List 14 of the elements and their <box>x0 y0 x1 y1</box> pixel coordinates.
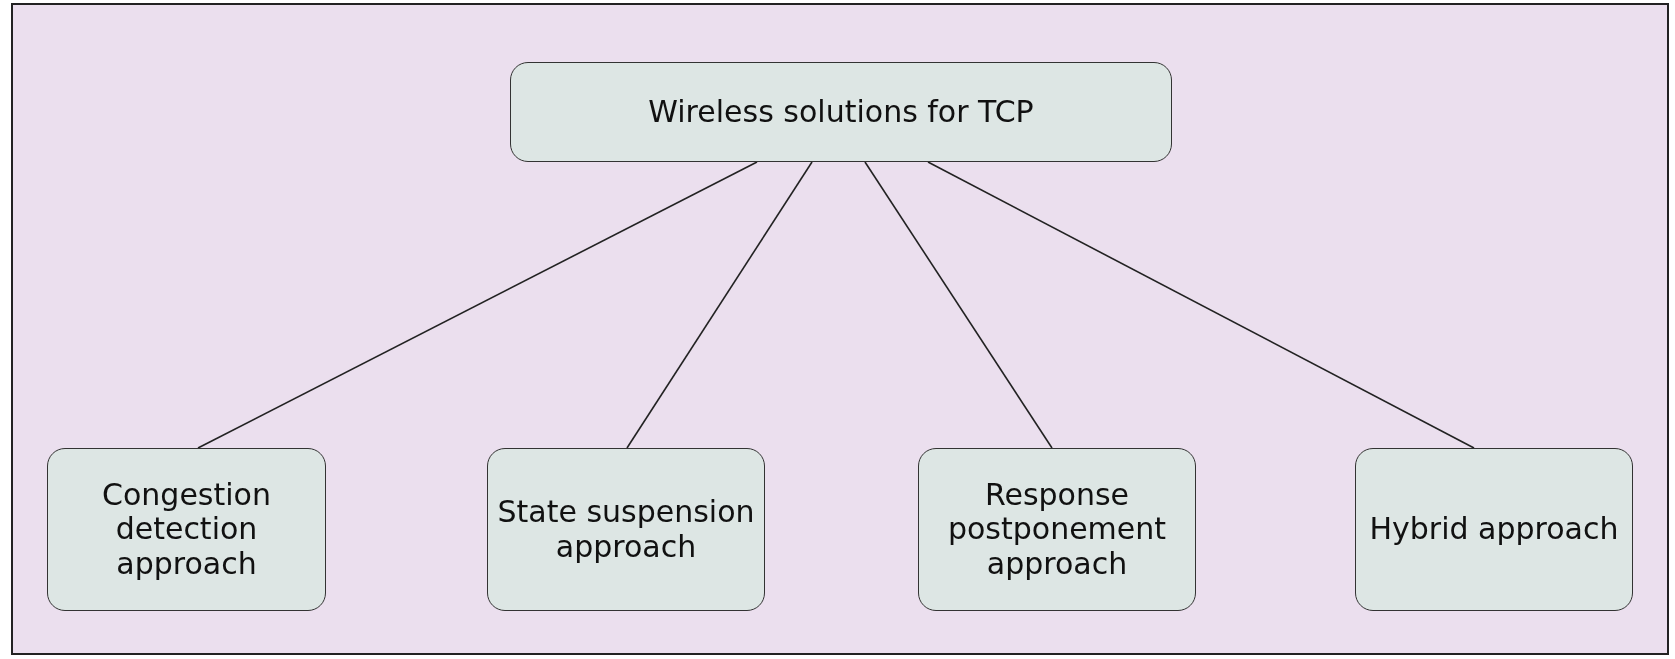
node-text: State suspension approach <box>496 495 756 564</box>
node-text: Wireless solutions for TCP <box>647 94 1035 130</box>
node-text: Response postponement approach <box>946 477 1168 582</box>
node-text: Hybrid approach <box>1368 512 1620 547</box>
category-box <box>1355 448 1633 611</box>
connector-line <box>197 161 758 449</box>
connector-line <box>864 161 1053 449</box>
node-text: Congestion detection approach <box>101 477 272 582</box>
connector-line <box>927 161 1475 449</box>
connector-line <box>626 161 813 449</box>
category-box <box>47 448 326 611</box>
root-box <box>510 62 1172 162</box>
category-box <box>918 448 1196 611</box>
category-box <box>487 448 765 611</box>
